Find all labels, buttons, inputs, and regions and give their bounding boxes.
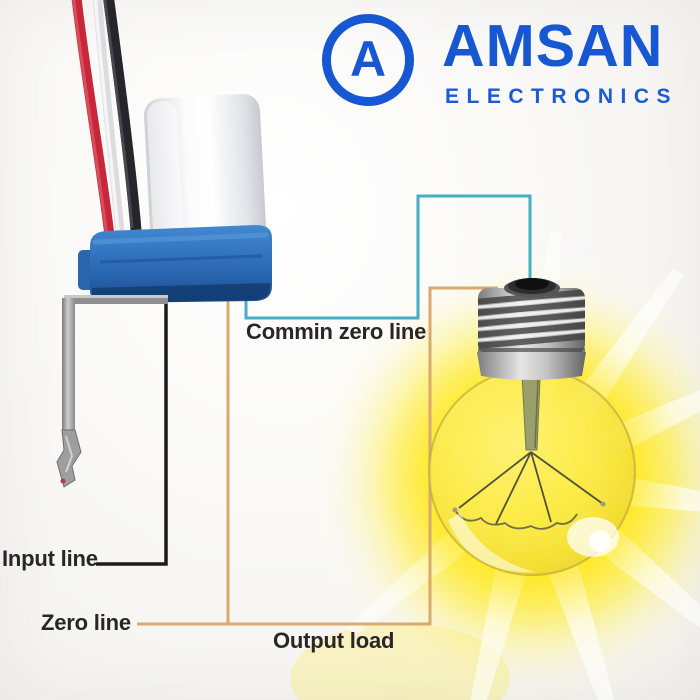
brand-monogram: A <box>349 31 387 87</box>
mounting-bracket <box>56 295 168 488</box>
glass-highlights <box>448 513 619 573</box>
sensor-cap <box>144 93 267 249</box>
wire-input-line <box>96 296 168 566</box>
label-common-zero-line: Commin zero line <box>246 319 427 344</box>
label-input-line: Input line <box>2 546 98 571</box>
switch-base <box>78 225 272 303</box>
supply-wires <box>71 0 142 241</box>
brand-subtitle: ELECTRONICS <box>445 85 679 108</box>
label-output-load: Output load <box>273 628 395 653</box>
light-bulb <box>428 278 636 576</box>
photocell-switch <box>56 0 272 488</box>
wire-common-zero-line <box>244 194 532 320</box>
brand-monogram-icon: A <box>322 14 414 106</box>
bulb-screw-cap <box>477 278 586 380</box>
label-zero-line: Zero line <box>41 610 131 635</box>
brand-logo: A AMSAN ELECTRONICS <box>0 0 700 130</box>
brand-name: AMSAN <box>442 13 664 79</box>
